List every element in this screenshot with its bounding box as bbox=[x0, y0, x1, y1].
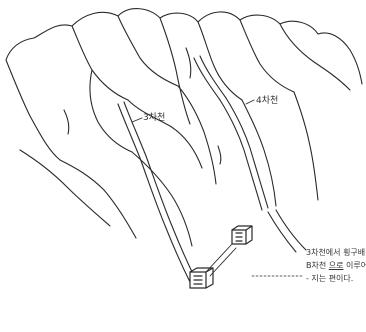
central-ridge-4 bbox=[90, 70, 132, 152]
label-stream-4th: 4차천 bbox=[256, 97, 278, 106]
note-line-3: - 지는 편이다. bbox=[306, 272, 366, 285]
note-line-1: 3차천에서 횡구배 bbox=[306, 246, 366, 259]
stream-3rd-left-bank bbox=[118, 104, 190, 282]
channel-link-2 bbox=[210, 248, 236, 276]
annotation-note: 3차천에서 횡구배 B차천 으로 이루어 - 지는 편이다. bbox=[306, 246, 366, 285]
tributary-left bbox=[268, 212, 296, 252]
gully-3 bbox=[218, 146, 221, 164]
leader-3 bbox=[132, 118, 142, 122]
left-bottom-ridge bbox=[20, 150, 110, 226]
label-stream-3rd: 3차천 bbox=[143, 114, 165, 123]
leader-4 bbox=[246, 100, 254, 104]
right-ridge-5 bbox=[294, 92, 318, 200]
right-ridge-2 bbox=[240, 20, 294, 92]
gully-1 bbox=[186, 48, 191, 78]
channel-link bbox=[206, 244, 232, 272]
left-spur bbox=[6, 60, 60, 160]
check-dam-lower bbox=[190, 268, 213, 288]
note-line-2-underlined: 으로 bbox=[329, 261, 344, 270]
stream-4th-right-bank bbox=[200, 56, 268, 208]
right-ridge-4 bbox=[242, 100, 276, 206]
note-line-2-post: 이루어 bbox=[346, 261, 366, 270]
ridge-outline bbox=[6, 9, 362, 84]
gully-2 bbox=[64, 110, 69, 134]
check-dam-upper bbox=[232, 226, 252, 244]
tributary-right bbox=[276, 210, 306, 250]
left-lower-ridge bbox=[60, 160, 136, 238]
central-ridge-3 bbox=[160, 18, 190, 124]
central-ridge-5 bbox=[178, 86, 216, 184]
stream-3rd-right-bank bbox=[124, 102, 196, 280]
note-line-2: B차천 으로 이루어 bbox=[306, 259, 366, 272]
note-line-2-pre: B차천 bbox=[306, 261, 326, 270]
right-ridge-1 bbox=[198, 22, 242, 100]
central-ridge-1 bbox=[72, 26, 128, 100]
central-ridge-2 bbox=[118, 16, 178, 86]
right-ridge-3 bbox=[280, 24, 350, 90]
